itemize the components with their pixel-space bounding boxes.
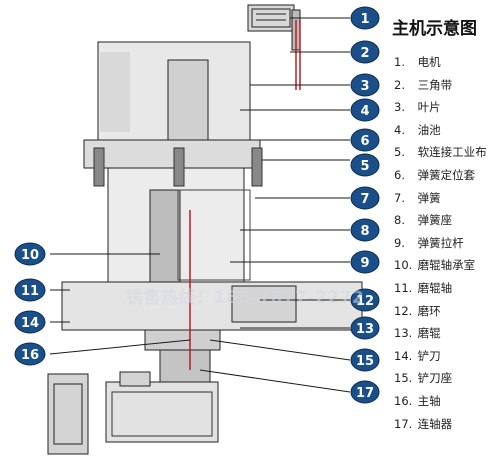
callout-1: 1	[350, 6, 380, 30]
legend-item: 5. 软连接工业布	[394, 145, 487, 160]
legend-item: 9. 弹簧拉杆	[394, 235, 464, 250]
callout-15: 15	[350, 348, 380, 372]
v-belt	[295, 20, 301, 90]
sales-hotline-watermark: 销售热线：186-1677-2272	[126, 288, 365, 308]
svg-text:5: 5	[360, 159, 369, 174]
callout-7: 7	[350, 186, 380, 210]
callout-10: 10	[14, 242, 46, 266]
callout-8: 8	[350, 218, 380, 242]
legend-item: 13. 磨辊	[394, 326, 441, 341]
legend-item: 16. 主轴	[394, 393, 441, 408]
legend-item: 6. 弹簧定位套	[394, 167, 476, 182]
svg-text:8: 8	[360, 224, 369, 239]
svg-text:1: 1	[360, 12, 369, 27]
svg-text:7: 7	[360, 192, 369, 207]
legend-list: 1. 电机 2. 三角带 3. 叶片 4. 油池 5. 软连接工业布 6. 弹簧…	[394, 54, 487, 438]
callout-6: 6	[350, 128, 380, 152]
svg-text:17: 17	[356, 386, 374, 401]
legend-item: 10. 磨辊轴承室	[394, 258, 476, 273]
callout-17: 17	[350, 380, 380, 404]
svg-text:2: 2	[360, 46, 369, 61]
leader-lines	[49, 17, 351, 393]
main-mill-body	[61, 41, 363, 443]
legend-item: 8. 弹簧座	[394, 213, 453, 228]
callout-9: 9	[350, 250, 380, 274]
callout-12: 12	[350, 288, 380, 312]
legend-item: 1. 电机	[394, 55, 441, 69]
legend-item: 3. 叶片	[394, 100, 441, 115]
svg-text:3: 3	[360, 79, 369, 94]
legend-item: 14. 铲刀	[394, 348, 441, 363]
legend-item: 15. 铲刀座	[394, 371, 453, 386]
callout-16: 16	[14, 342, 46, 366]
callout-13: 13	[350, 316, 380, 340]
svg-text:11: 11	[21, 284, 39, 299]
legend-title: 主机示意图	[392, 19, 477, 39]
legend-item: 17. 连轴器	[394, 416, 453, 431]
svg-text:14: 14	[21, 316, 39, 331]
callout-5: 5	[350, 153, 380, 177]
bottom-motor	[47, 371, 151, 455]
top-motor	[247, 4, 301, 51]
legend-item: 2. 三角带	[394, 77, 453, 92]
legend-item: 4. 油池	[394, 122, 441, 137]
svg-text:4: 4	[360, 104, 369, 119]
svg-text:9: 9	[360, 256, 369, 271]
callout-2: 2	[350, 40, 380, 64]
legend-item: 7. 弹簧	[394, 190, 441, 205]
svg-text:15: 15	[356, 354, 374, 369]
svg-text:13: 13	[356, 322, 374, 337]
callout-3: 3	[350, 73, 380, 97]
legend-item: 11. 磨辊轴	[394, 280, 453, 295]
legend-item: 12. 磨环	[394, 303, 441, 318]
svg-text:12: 12	[356, 294, 374, 309]
callout-4: 4	[350, 98, 380, 122]
springs	[93, 147, 263, 187]
svg-text:10: 10	[21, 248, 39, 263]
svg-text:6: 6	[360, 134, 369, 149]
svg-text:16: 16	[21, 348, 39, 363]
callout-14: 14	[14, 310, 46, 334]
callout-11: 11	[14, 278, 46, 302]
